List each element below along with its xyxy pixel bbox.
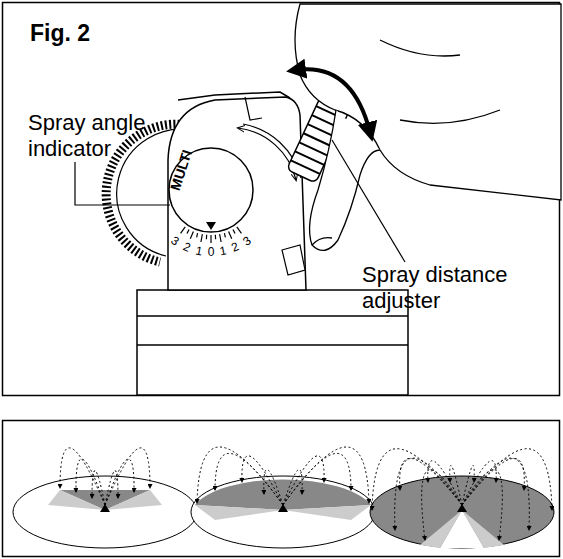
part-label: Spray angle indicator bbox=[28, 110, 178, 163]
adjust-arrow bbox=[296, 69, 370, 132]
rotation-arrow bbox=[238, 128, 296, 180]
spray-pattern-narrow bbox=[13, 448, 197, 548]
head-top-edge bbox=[178, 92, 290, 100]
spray-pattern-wide bbox=[191, 447, 375, 548]
head-notch bbox=[245, 97, 262, 120]
part-label: Spray distance adjuster bbox=[362, 262, 557, 315]
scale-number: 1 bbox=[218, 244, 227, 257]
bottom-frame bbox=[3, 421, 560, 557]
figure-title: Fig. 2 bbox=[30, 20, 90, 48]
indicator-pointer bbox=[206, 222, 216, 230]
hand bbox=[295, 4, 561, 250]
leader-line bbox=[75, 162, 170, 205]
scale-number: 0 bbox=[208, 246, 215, 258]
spray-pattern-full bbox=[370, 449, 554, 548]
nozzle-head bbox=[168, 97, 306, 290]
leader-line bbox=[332, 140, 405, 262]
lower-wheel bbox=[282, 245, 305, 275]
